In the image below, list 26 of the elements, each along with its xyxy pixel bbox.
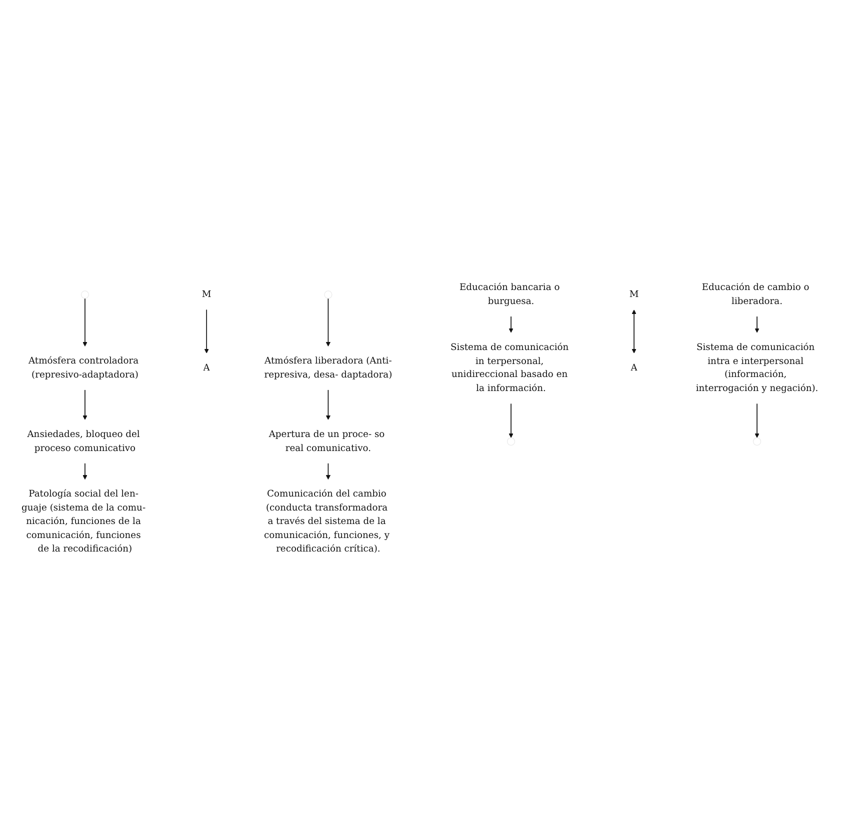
arrow xyxy=(82,298,88,347)
arrow xyxy=(82,389,88,420)
arrow xyxy=(82,462,88,480)
node-text: Sistema de comunicación in terpersonal, unidireccional basado en la información. xyxy=(450,342,569,394)
node-text: Atmósfera controladora (represivo-adaptadora) xyxy=(28,355,139,380)
arrow xyxy=(632,310,636,354)
node-text: Patología social del len- guaje (sistema de la comu- nicación, funciones de la comunicación, funciones de la recodificación) xyxy=(21,488,146,554)
arrow xyxy=(508,403,514,438)
arrow xyxy=(508,316,514,333)
arrow xyxy=(326,298,331,347)
node-text: Atmósfera liberadora (Anti-represiva, desa- daptadora) xyxy=(264,355,392,380)
node-text: A xyxy=(630,362,638,374)
node-text: M xyxy=(629,288,639,300)
arrow xyxy=(326,389,331,420)
arrow xyxy=(326,462,331,480)
node-text: M xyxy=(202,288,212,300)
arrow xyxy=(204,309,209,354)
node-text: Apertura de un proce- so real comunicativo. xyxy=(268,428,385,454)
node-text: Educación de cambio o liberadora. xyxy=(702,282,810,307)
node-text: Ansiedades, bloqueo del proceso comunicativo xyxy=(27,428,140,454)
node-text: A xyxy=(203,362,210,374)
arrow xyxy=(754,403,760,438)
node-text: Comunicación del cambio (conducta transformadora a través del sistema de la comunicación, funciones, y recodificación crítica). xyxy=(264,488,390,554)
node-text: Sistema de comunicación intra e interpersonal (información, interrogación y negación). xyxy=(696,342,818,394)
arrow xyxy=(754,316,760,333)
node-text: Educación bancaria o burguesa. xyxy=(459,282,560,307)
